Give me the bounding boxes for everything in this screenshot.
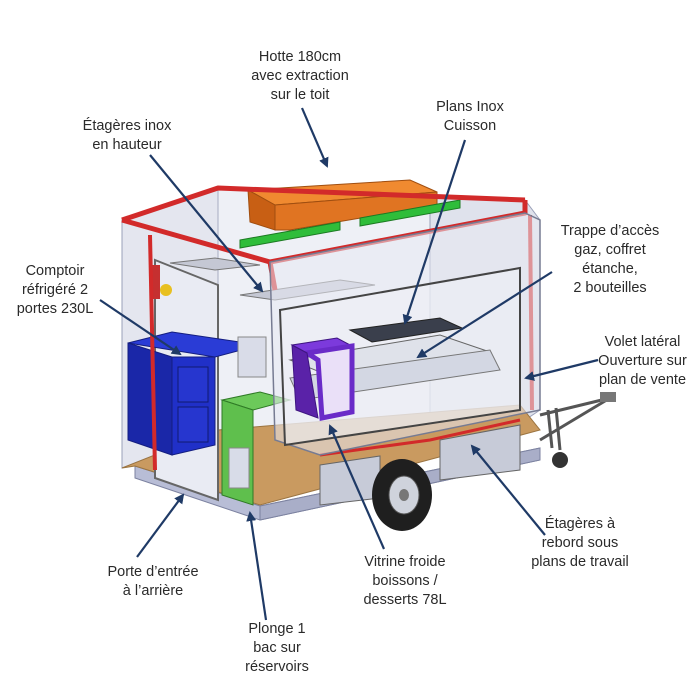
label-volet: Volet latéral Ouverture sur plan de vent… (598, 334, 687, 388)
hitch (600, 392, 616, 402)
arrow-plonge (246, 511, 268, 621)
door-handle (160, 284, 172, 296)
arrow-comptoir (99, 299, 182, 356)
arrow-vitrine (328, 424, 386, 550)
label-plonge: Plonge 1 bac sur réservoirs (245, 621, 309, 675)
led-strip-1 (239, 221, 341, 249)
upper-shelf-left (169, 257, 261, 271)
wheel (372, 459, 432, 531)
arrow-plans-inox (402, 139, 467, 325)
tow-bar (539, 396, 611, 451)
label-hotte: Hotte 180cm avec extraction sur le toit (251, 49, 349, 103)
vitrine-front (300, 343, 355, 422)
fire-extinguisher (150, 265, 160, 299)
sink-cabinet-door (228, 447, 250, 489)
electrical-box (237, 336, 267, 378)
label-vitrine: Vitrine froide boissons / desserts 78L (363, 554, 447, 608)
arrow-etageres-rebord (470, 444, 546, 536)
led-strip-2 (359, 199, 461, 227)
arrow-hotte (300, 107, 329, 168)
label-comptoir: Comptoir réfrigéré 2 portes 230L (16, 263, 94, 317)
jockey-wheel (552, 452, 568, 468)
label-etageres-hauteur: Étagères inox en hauteur (82, 118, 172, 153)
arrow-volet (524, 358, 599, 381)
arrow-porte (136, 493, 185, 558)
label-plans-inox: Plans Inox Cuisson (436, 99, 504, 134)
fridge-door-1 (177, 366, 209, 403)
label-etageres-rebord: Étagères à rebord sous plans de travail (531, 516, 629, 570)
vitrine-side (291, 344, 319, 419)
arrow-etageres-hauteur (149, 154, 264, 293)
arrow-trappe (416, 271, 553, 359)
lower-frame (319, 418, 521, 457)
hood-side (247, 189, 276, 231)
leader-arrows (99, 107, 599, 621)
fridge-counter-side (127, 342, 173, 456)
label-porte: Porte d’entrée à l’arrière (107, 564, 199, 599)
label-trappe: Trappe d’accès gaz, coffret étanche, 2 b… (560, 223, 660, 296)
fridge-door-2 (177, 406, 209, 443)
